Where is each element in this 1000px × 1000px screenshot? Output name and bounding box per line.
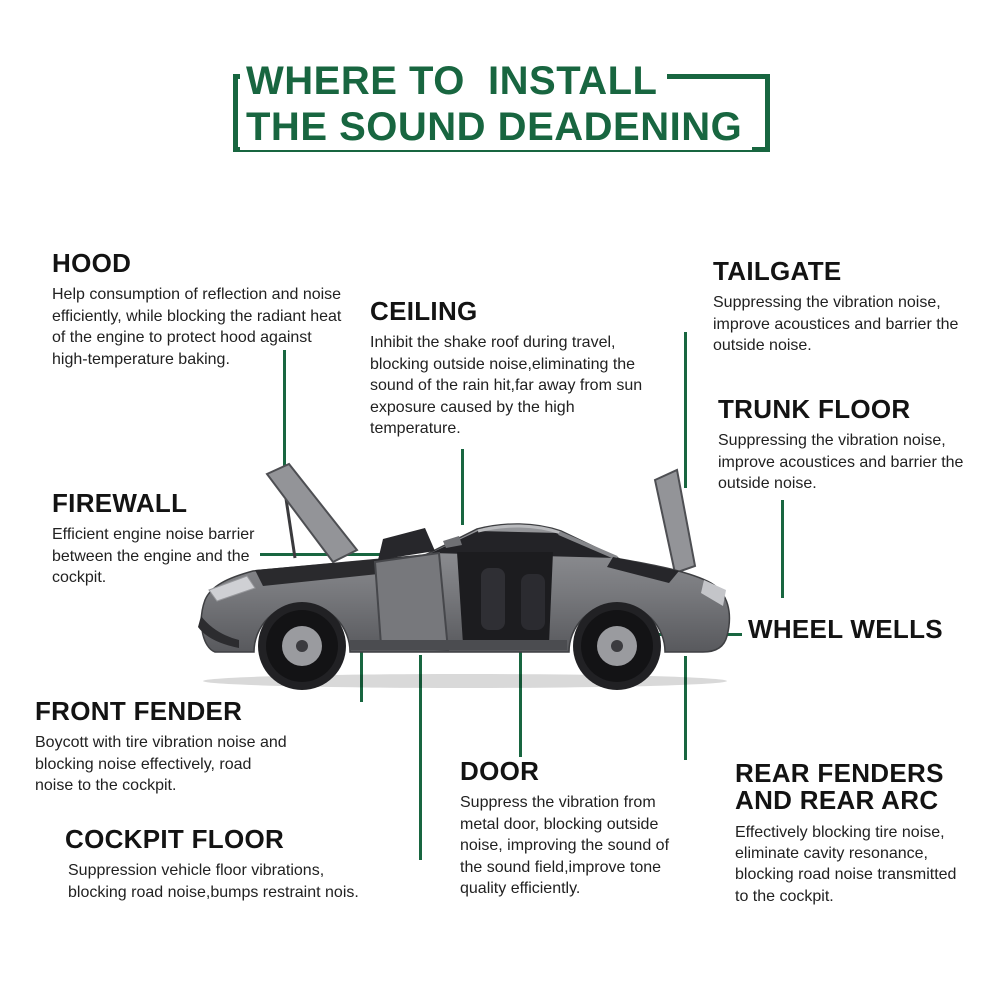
rear-wheel xyxy=(573,602,661,690)
section-firewall-title: FIREWALL xyxy=(52,488,188,518)
section-cockpit-floor-desc: Suppression vehicle floor vibrations, bl… xyxy=(68,862,359,901)
section-wheel-wells-title: WHEEL WELLS xyxy=(748,614,943,644)
section-hood-title: HOOD xyxy=(52,248,132,278)
connector-door xyxy=(519,645,522,757)
section-cockpit-floor: COCKPIT FLOOR Suppression vehicle floor … xyxy=(65,824,381,903)
section-trunk-floor-title: TRUNK FLOOR xyxy=(718,394,911,424)
connector-tailgate xyxy=(684,332,687,488)
section-ceiling-desc: Inhibit the shake roof during travel, bl… xyxy=(370,334,643,438)
connector-front-fender xyxy=(360,650,363,702)
sill-shadow xyxy=(350,640,567,650)
section-ceiling-title: CEILING xyxy=(370,296,478,326)
connector-rear-fenders xyxy=(684,656,687,760)
section-firewall: FIREWALL Efficient engine noise barrier … xyxy=(52,488,270,589)
car-illustration xyxy=(198,462,731,690)
section-front-fender: FRONT FENDER Boycott with tire vibration… xyxy=(35,696,287,797)
connector-ceiling xyxy=(461,449,464,525)
section-trunk-floor-desc: Suppressing the vibration noise, improve… xyxy=(718,432,964,493)
side-mirror xyxy=(443,536,462,548)
cabin-windows xyxy=(431,531,617,558)
page-title: WHERE TO INSTALL THE SOUND DEADENING xyxy=(240,58,753,150)
section-rear-fenders-desc: Effectively blocking tire noise, elimina… xyxy=(735,823,957,905)
open-hatch-panel xyxy=(653,468,697,575)
section-hood: HOOD Help consumption of reflection and … xyxy=(52,248,350,370)
section-front-fender-title: FRONT FENDER xyxy=(35,696,243,726)
section-rear-fenders: REAR FENDERS AND REAR ARC Effectively bl… xyxy=(735,758,969,907)
section-rear-fenders-title-line2: AND REAR ARC xyxy=(735,785,939,816)
section-ceiling: CEILING Inhibit the shake roof during tr… xyxy=(370,296,644,439)
connector-trunk-floor xyxy=(781,500,784,598)
open-door-glass xyxy=(378,528,435,560)
section-cockpit-floor-title: COCKPIT FLOOR xyxy=(65,824,285,854)
connector-cockpit-floor xyxy=(419,655,422,860)
taillight xyxy=(701,580,726,606)
section-hood-desc: Help consumption of reflection and noise… xyxy=(52,286,342,368)
section-trunk-floor: TRUNK FLOOR Suppressing the vibration no… xyxy=(718,394,966,495)
section-door-title: DOOR xyxy=(460,756,540,786)
page-title-line1: WHERE TO INSTALL xyxy=(240,58,668,104)
seat-front xyxy=(481,568,505,630)
section-front-fender-desc: Boycott with tire vibration noise and bl… xyxy=(35,734,287,795)
open-door-panel xyxy=(373,551,450,652)
front-intake xyxy=(198,616,239,648)
section-rear-fenders-title: REAR FENDERS AND REAR ARC xyxy=(735,758,969,816)
connector-hood xyxy=(283,350,286,476)
section-tailgate-title: TAILGATE xyxy=(713,256,842,286)
section-wheel-wells: WHEEL WELLS xyxy=(748,614,968,650)
section-firewall-desc: Efficient engine noise barrier between t… xyxy=(52,526,255,587)
seat-rear xyxy=(521,574,545,630)
trunk-opening xyxy=(607,557,679,583)
roof-rail xyxy=(477,524,562,535)
section-door: DOOR Suppress the vibration from metal d… xyxy=(460,756,680,899)
page-title-line2: THE SOUND DEADENING xyxy=(240,104,753,150)
section-tailgate-desc: Suppressing the vibration noise, improve… xyxy=(713,294,959,355)
section-door-desc: Suppress the vibration from metal door, … xyxy=(460,794,670,898)
front-wheel xyxy=(258,602,346,690)
headlight xyxy=(208,575,256,602)
section-tailgate: TAILGATE Suppressing the vibration noise… xyxy=(713,256,963,357)
open-hood-panel xyxy=(265,462,359,564)
section-rear-fenders-title-line1: REAR FENDERS xyxy=(735,758,944,788)
rear-pillar xyxy=(558,531,618,560)
